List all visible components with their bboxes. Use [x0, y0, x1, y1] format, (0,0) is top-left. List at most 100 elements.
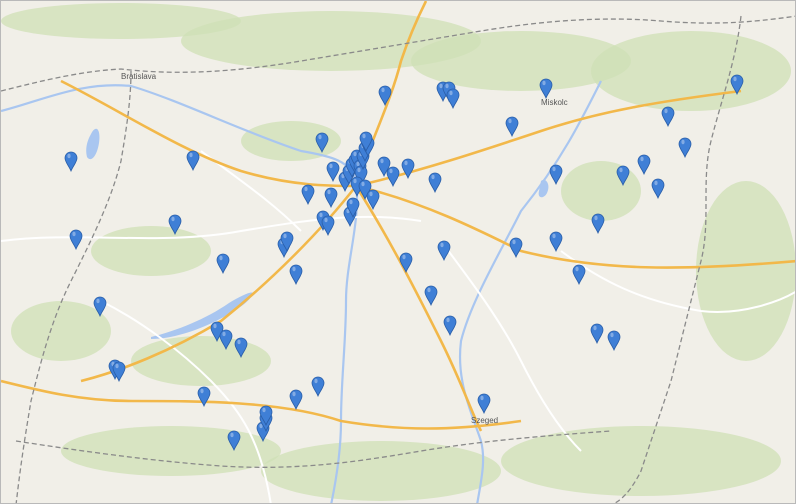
map-marker-56[interactable]: [446, 88, 460, 110]
map-marker-11[interactable]: [234, 337, 248, 359]
map-pin-highlight: [404, 160, 408, 166]
map-marker-46[interactable]: [386, 166, 400, 188]
map-marker-16[interactable]: [259, 405, 273, 427]
map-pin-highlight: [427, 287, 431, 293]
map-marker-3[interactable]: [69, 229, 83, 251]
map-pin-icon: [311, 376, 325, 398]
map-pin-highlight: [542, 80, 546, 86]
map-pin-highlight: [449, 90, 453, 96]
map-pin-icon: [315, 132, 329, 154]
map-pin-icon: [443, 315, 457, 337]
map-pin-icon: [219, 329, 233, 351]
place-label-bratislava: Bratislava: [121, 72, 157, 81]
map-marker-13[interactable]: [227, 430, 241, 452]
map-pin-highlight: [431, 174, 435, 180]
map-pin-highlight: [304, 186, 308, 192]
map-pin-highlight: [200, 388, 204, 394]
map-pin-highlight: [222, 331, 226, 337]
map-marker-65[interactable]: [607, 330, 621, 352]
forest-area: [1, 3, 241, 39]
forest-area: [696, 181, 795, 361]
map-marker-2[interactable]: [186, 150, 200, 172]
forest-area: [61, 426, 281, 476]
map-marker-23[interactable]: [324, 187, 338, 209]
map-pin-icon: [112, 361, 126, 383]
map-pin-highlight: [171, 216, 175, 222]
map-marker-61[interactable]: [549, 231, 563, 253]
map-marker-66[interactable]: [616, 165, 630, 187]
map-pin-highlight: [72, 231, 76, 237]
map-pin-highlight: [640, 156, 644, 162]
map-marker-62[interactable]: [572, 264, 586, 286]
map-marker-43[interactable]: [359, 131, 373, 153]
map-marker-49[interactable]: [437, 240, 451, 262]
map-marker-69[interactable]: [661, 106, 675, 128]
map-pin-highlight: [292, 266, 296, 272]
map-marker-58[interactable]: [505, 116, 519, 138]
road-major: [1, 379, 522, 430]
road-major: [355, 184, 795, 269]
map-marker-53[interactable]: [477, 393, 491, 415]
map-pin-highlight: [508, 118, 512, 124]
map-marker-67[interactable]: [637, 154, 651, 176]
map-marker-1[interactable]: [64, 151, 78, 173]
map-marker-40[interactable]: [366, 189, 380, 211]
map-pin-highlight: [445, 83, 449, 89]
map-marker-10[interactable]: [219, 329, 233, 351]
map-marker-52[interactable]: [443, 315, 457, 337]
map-marker-71[interactable]: [730, 74, 744, 96]
map-marker-26[interactable]: [315, 132, 329, 154]
map-marker-12[interactable]: [197, 386, 211, 408]
map-marker-70[interactable]: [678, 137, 692, 159]
map-marker-22[interactable]: [301, 184, 315, 206]
map-pin-icon: [289, 264, 303, 286]
map-marker-18[interactable]: [311, 376, 325, 398]
map-marker-21[interactable]: [280, 231, 294, 253]
map-marker-42[interactable]: [346, 197, 360, 219]
map-marker-5[interactable]: [93, 296, 107, 318]
map-marker-38[interactable]: [350, 176, 364, 198]
map-marker-68[interactable]: [651, 178, 665, 200]
map-pin-icon: [359, 131, 373, 153]
map-pin-highlight: [381, 87, 385, 93]
map-pin-icon: [186, 150, 200, 172]
map-pin-icon: [401, 158, 415, 180]
map-marker-25[interactable]: [321, 215, 335, 237]
map-pin-highlight: [353, 151, 357, 157]
map-marker-44[interactable]: [378, 85, 392, 107]
map-pin-highlight: [362, 133, 366, 139]
map-marker-64[interactable]: [590, 323, 604, 345]
map-pin-icon: [549, 164, 563, 186]
map-marker-27[interactable]: [326, 161, 340, 183]
map-pin-icon: [591, 213, 605, 235]
map-pin-icon: [386, 166, 400, 188]
map-pin-icon: [64, 151, 78, 173]
map-marker-45[interactable]: [377, 156, 391, 178]
map-pin-icon: [93, 296, 107, 318]
map-pin-icon: [437, 240, 451, 262]
map-marker-63[interactable]: [591, 213, 605, 235]
map-marker-4[interactable]: [168, 214, 182, 236]
map-marker-60[interactable]: [509, 237, 523, 259]
map-pin-highlight: [664, 108, 668, 114]
map-marker-50[interactable]: [399, 252, 413, 274]
country-border: [15, 70, 132, 503]
map-marker-59[interactable]: [549, 164, 563, 186]
map-marker-8[interactable]: [216, 253, 230, 275]
map-marker-48[interactable]: [428, 172, 442, 194]
map-pin-highlight: [593, 325, 597, 331]
map-marker-19[interactable]: [289, 264, 303, 286]
map-marker-57[interactable]: [539, 78, 553, 100]
map-marker-17[interactable]: [289, 389, 303, 411]
map-pin-icon: [197, 386, 211, 408]
map-marker-47[interactable]: [401, 158, 415, 180]
map-pin-icon: [477, 393, 491, 415]
map-pin-highlight: [96, 298, 100, 304]
map-marker-7[interactable]: [112, 361, 126, 383]
map-pin-highlight: [369, 191, 373, 197]
map-marker-51[interactable]: [424, 285, 438, 307]
map-pin-highlight: [619, 167, 623, 173]
map-pin-highlight: [575, 266, 579, 272]
